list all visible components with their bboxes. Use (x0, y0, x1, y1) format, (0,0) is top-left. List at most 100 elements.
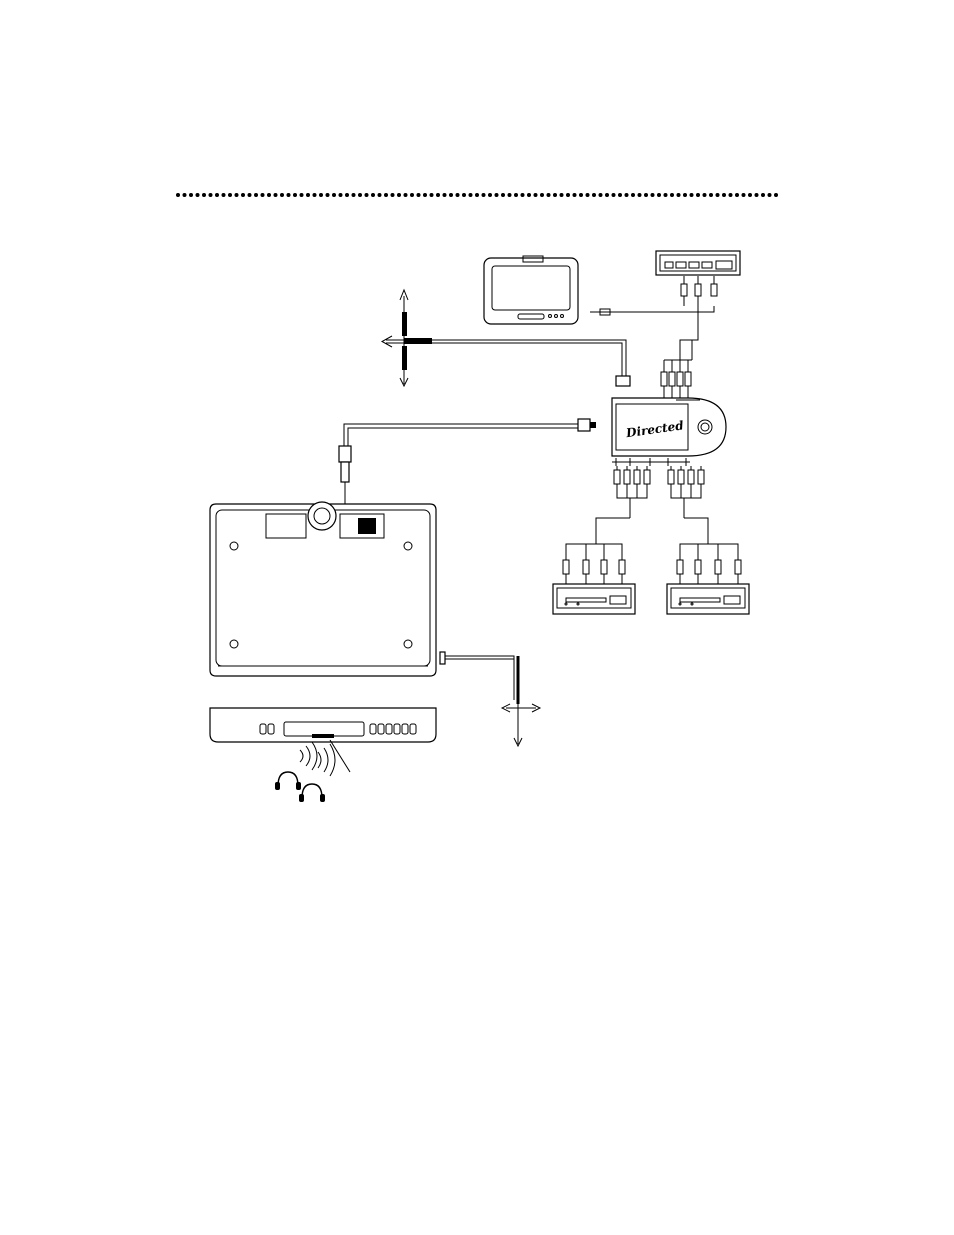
separator-dot (664, 193, 668, 197)
lcd-monitor-icon (484, 256, 578, 324)
separator-dot (742, 193, 746, 197)
separator-dot (573, 193, 577, 197)
separator-dot (313, 193, 317, 197)
separator-dot (469, 193, 473, 197)
separator-dot (631, 193, 635, 197)
separator-dot (501, 193, 505, 197)
separator-dot (696, 193, 700, 197)
separator-dot (345, 193, 349, 197)
separator-dot (735, 193, 739, 197)
separator-dot (293, 193, 297, 197)
separator-dot (352, 193, 356, 197)
separator-dot (462, 193, 466, 197)
separator-dot (417, 193, 421, 197)
separator-dot (670, 193, 674, 197)
separator-dot (274, 193, 278, 197)
separator-dot (540, 193, 544, 197)
separator-dot (261, 193, 265, 197)
rca-plug-set (661, 360, 692, 398)
separator-dot (521, 193, 525, 197)
separator-dot (443, 193, 447, 197)
separator-dot (768, 193, 772, 197)
separator-dot (605, 193, 609, 197)
separator-dot (209, 193, 213, 197)
separator-dot (332, 193, 336, 197)
separator-dot (748, 193, 752, 197)
separator-dot (235, 193, 239, 197)
separator-dot (683, 193, 687, 197)
separator-dot (612, 193, 616, 197)
separator-dot (300, 193, 304, 197)
separator-dot (222, 193, 226, 197)
video-cable (339, 419, 596, 510)
separator-dot (553, 193, 557, 197)
separator-dot (657, 193, 661, 197)
separator-dot (482, 193, 486, 197)
separator-dot (404, 193, 408, 197)
separator-dot (761, 193, 765, 197)
separator-dot (495, 193, 499, 197)
rca-plug-set-out (614, 466, 704, 518)
dome-light-wire (440, 652, 540, 746)
separator-dot (638, 193, 642, 197)
separator-dot (306, 193, 310, 197)
separator-dot (586, 193, 590, 197)
separator-dot (384, 193, 388, 197)
separator-dot (709, 193, 713, 197)
separator-dot (254, 193, 258, 197)
separator-dot (436, 193, 440, 197)
separator-dot (378, 193, 382, 197)
separator-dot (703, 193, 707, 197)
separator-dot (755, 193, 759, 197)
separator-dot (365, 193, 369, 197)
overhead-monitor-front-icon (210, 708, 436, 772)
separator-dot (514, 193, 518, 197)
separator-dot (202, 193, 206, 197)
separator-dot (280, 193, 284, 197)
overhead-monitor-icon (210, 502, 436, 676)
separator-dot (456, 193, 460, 197)
separator-dot (644, 193, 648, 197)
separator-dot (449, 193, 453, 197)
separator-dot (651, 193, 655, 197)
separator-dot (189, 193, 193, 197)
separator-dot (410, 193, 414, 197)
separator-dot (287, 193, 291, 197)
separator-dot (592, 193, 596, 197)
separator-dot (196, 193, 200, 197)
separator-dot (176, 193, 180, 197)
separator-dot (566, 193, 570, 197)
separator-dot (508, 193, 512, 197)
separator-dot (729, 193, 733, 197)
av-switch-box-icon: Directed (612, 398, 726, 466)
separator-dot (599, 193, 603, 197)
separator-dot (215, 193, 219, 197)
separator-dot (358, 193, 362, 197)
dotted-separator (176, 193, 778, 197)
separator-dot (677, 193, 681, 197)
separator-dot (339, 193, 343, 197)
separator-dot (326, 193, 330, 197)
separator-dot (488, 193, 492, 197)
separator-dot (475, 193, 479, 197)
vcr-icon (667, 584, 749, 614)
separator-dot (527, 193, 531, 197)
separator-dot (397, 193, 401, 197)
separator-dot (625, 193, 629, 197)
separator-dot (391, 193, 395, 197)
separator-dot (319, 193, 323, 197)
separator-dot (774, 193, 778, 197)
separator-dot (690, 193, 694, 197)
separator-dot (430, 193, 434, 197)
separator-dot (716, 193, 720, 197)
separator-dot (371, 193, 375, 197)
separator-dot (722, 193, 726, 197)
separator-dot (547, 193, 551, 197)
vcr-icon (553, 584, 635, 614)
separator-dot (534, 193, 538, 197)
separator-dot (618, 193, 622, 197)
separator-dot (241, 193, 245, 197)
wireless-headphones-icon (275, 742, 335, 802)
separator-dot (228, 193, 232, 197)
